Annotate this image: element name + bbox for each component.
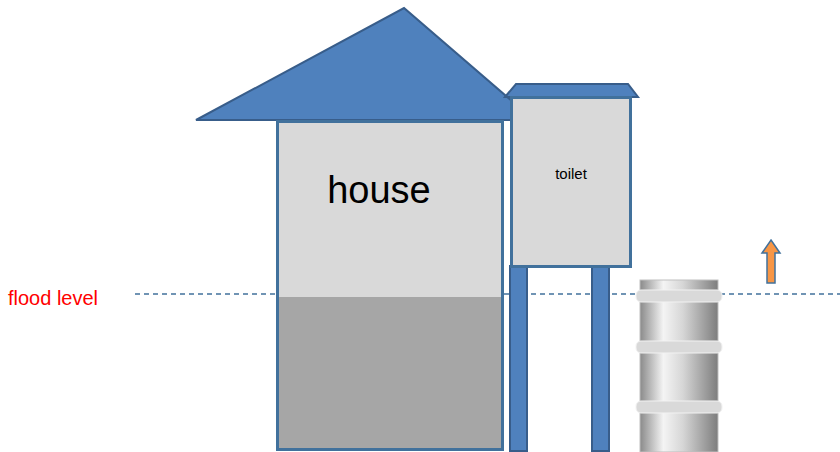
barrel-band: [636, 401, 722, 413]
flood-level-label: flood level: [8, 287, 98, 310]
floating-barrel: [636, 280, 722, 452]
barrel-body: [640, 280, 718, 452]
barrel-band: [636, 290, 722, 302]
house-roof: [196, 8, 534, 120]
toilet-box: toilet: [510, 96, 632, 268]
node-text: house: [279, 169, 479, 212]
barrel-band: [636, 341, 722, 353]
rising-arrow: [762, 240, 780, 283]
house-box: house: [276, 120, 504, 451]
node-text: toilet: [513, 165, 629, 182]
stilt-post: [510, 266, 527, 451]
stilt-post: [592, 266, 609, 451]
